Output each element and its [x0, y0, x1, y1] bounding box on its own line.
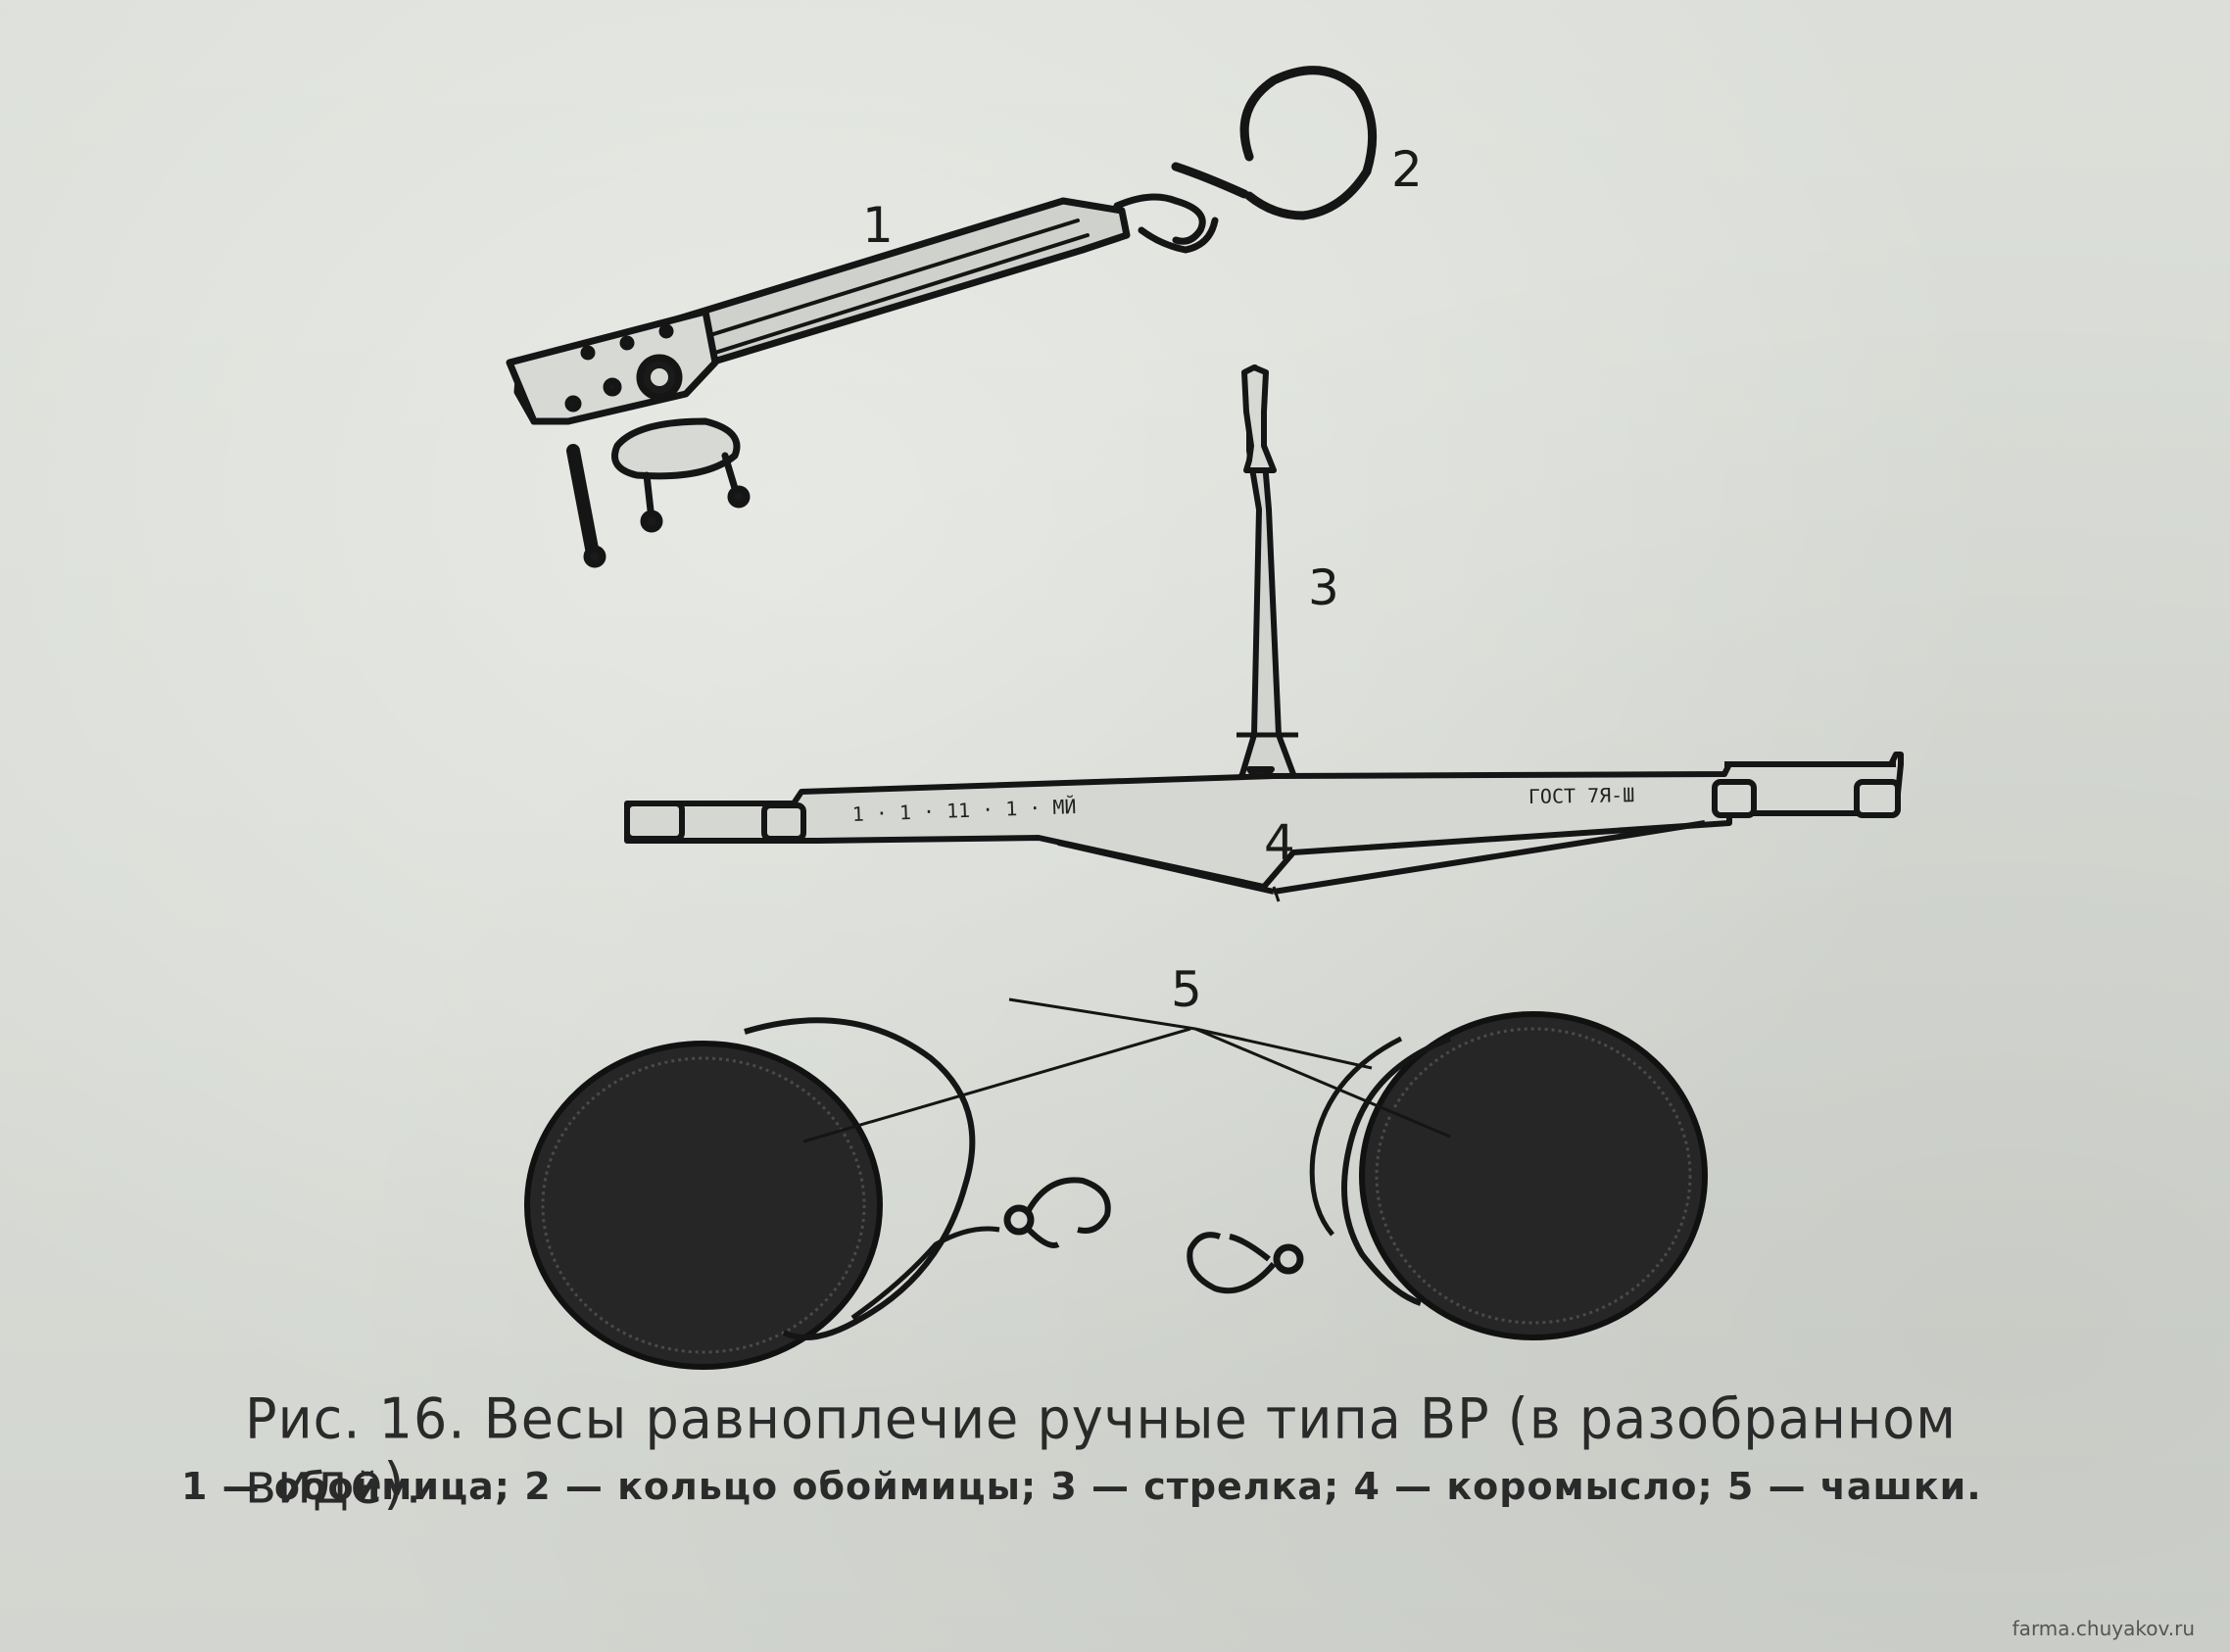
figure-caption-legend: 1 — обоймица; 2 — кольцо обоймицы; 3 — с… [181, 1465, 1982, 1508]
pointer-part [1234, 364, 1301, 787]
label-pointer: 3 [1308, 559, 1339, 616]
label-pans: 5 [1171, 961, 1202, 1018]
figure-caption-title: Рис. 16. Весы равноплечие ручные типа ВР… [245, 1385, 1958, 1517]
pans-part [524, 997, 1708, 1370]
beam-part [624, 752, 1904, 895]
scale-exploded-figure: 1 · 1 · 11 · 1 · МЙ ГОСТ 7Я-Ш [506, 66, 1904, 1370]
label4-leader [1272, 886, 1281, 902]
ring-part [1171, 66, 1378, 220]
label-ring: 2 [1391, 141, 1423, 198]
label-clamp: 1 [862, 197, 894, 254]
label-beam: 4 [1264, 814, 1295, 871]
clamp-part [506, 193, 1219, 568]
watermark: farma.chuyakov.ru [2012, 1617, 2195, 1640]
beam-marking-right: ГОСТ 7Я-Ш [1528, 783, 1635, 808]
